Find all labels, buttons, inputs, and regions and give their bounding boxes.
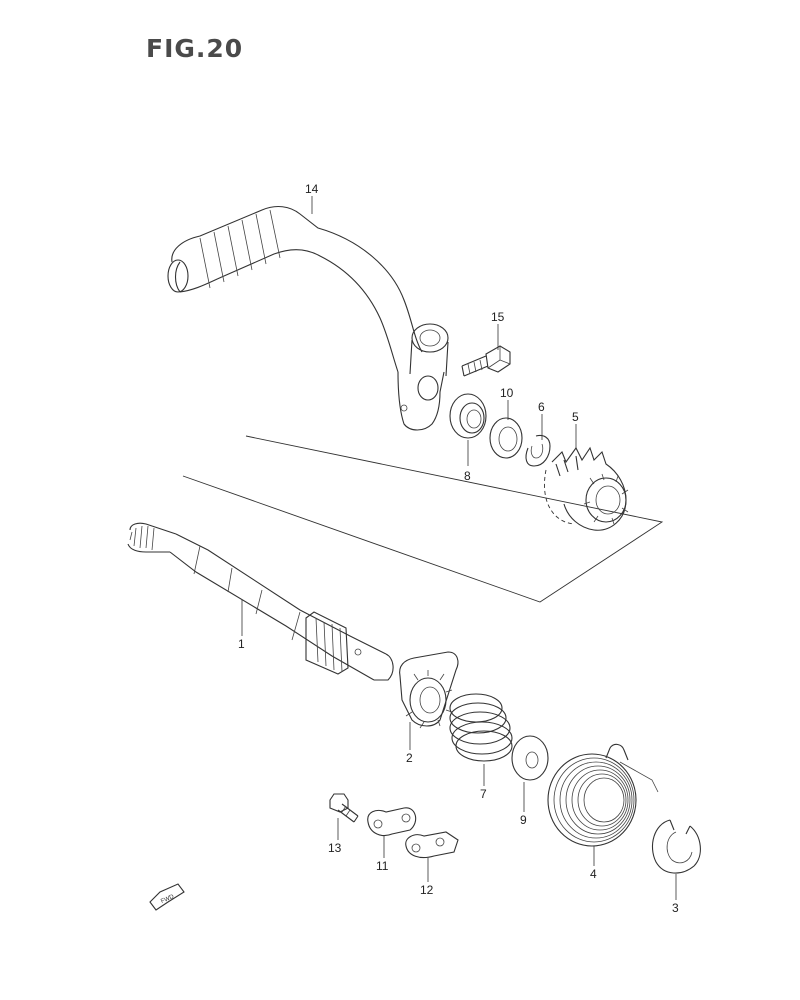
part-label-3: 3 (672, 901, 679, 915)
part-label-7: 7 (480, 787, 487, 801)
part-label-4: 4 (590, 867, 597, 881)
circlip-6 (525, 434, 551, 467)
plate-bolt (329, 793, 359, 823)
kick-starter-shaft (127, 522, 394, 681)
part-label-13: 13 (328, 841, 342, 855)
part-label-9: 9 (520, 813, 527, 827)
washer-10 (489, 417, 523, 459)
part-label-1: 1 (238, 637, 245, 651)
part-label-11: 11 (376, 859, 389, 873)
part-label-5: 5 (572, 410, 579, 424)
spring-guide (652, 819, 701, 874)
figure-title: FIG.20 (146, 34, 244, 63)
washer-9 (511, 735, 549, 781)
plate-11 (367, 807, 417, 837)
part-label-12: 12 (420, 883, 434, 897)
driven-gear (544, 446, 629, 531)
part-label-2: 2 (406, 751, 413, 765)
forward-arrow-icon: FWD (149, 883, 185, 911)
assembly-frame (182, 435, 664, 603)
part-label-8: 8 (464, 469, 471, 483)
part-label-10: 10 (500, 386, 514, 400)
leader-lines (241, 196, 677, 900)
oil-seal (449, 393, 487, 439)
plate-12 (405, 831, 459, 859)
part-label-15: 15 (491, 310, 505, 324)
part-label-6: 6 (538, 400, 545, 414)
forward-label: FWD (160, 894, 176, 905)
kick-starter-lever (167, 205, 449, 431)
part-label-14: 14 (305, 182, 319, 196)
coil-spring-7 (449, 693, 513, 762)
lever-bolt (461, 345, 511, 377)
return-spring (547, 743, 659, 847)
part-labels: 14 15 10 6 5 8 1 2 7 9 4 3 13 11 12 (238, 182, 679, 915)
drive-gear (399, 651, 459, 729)
